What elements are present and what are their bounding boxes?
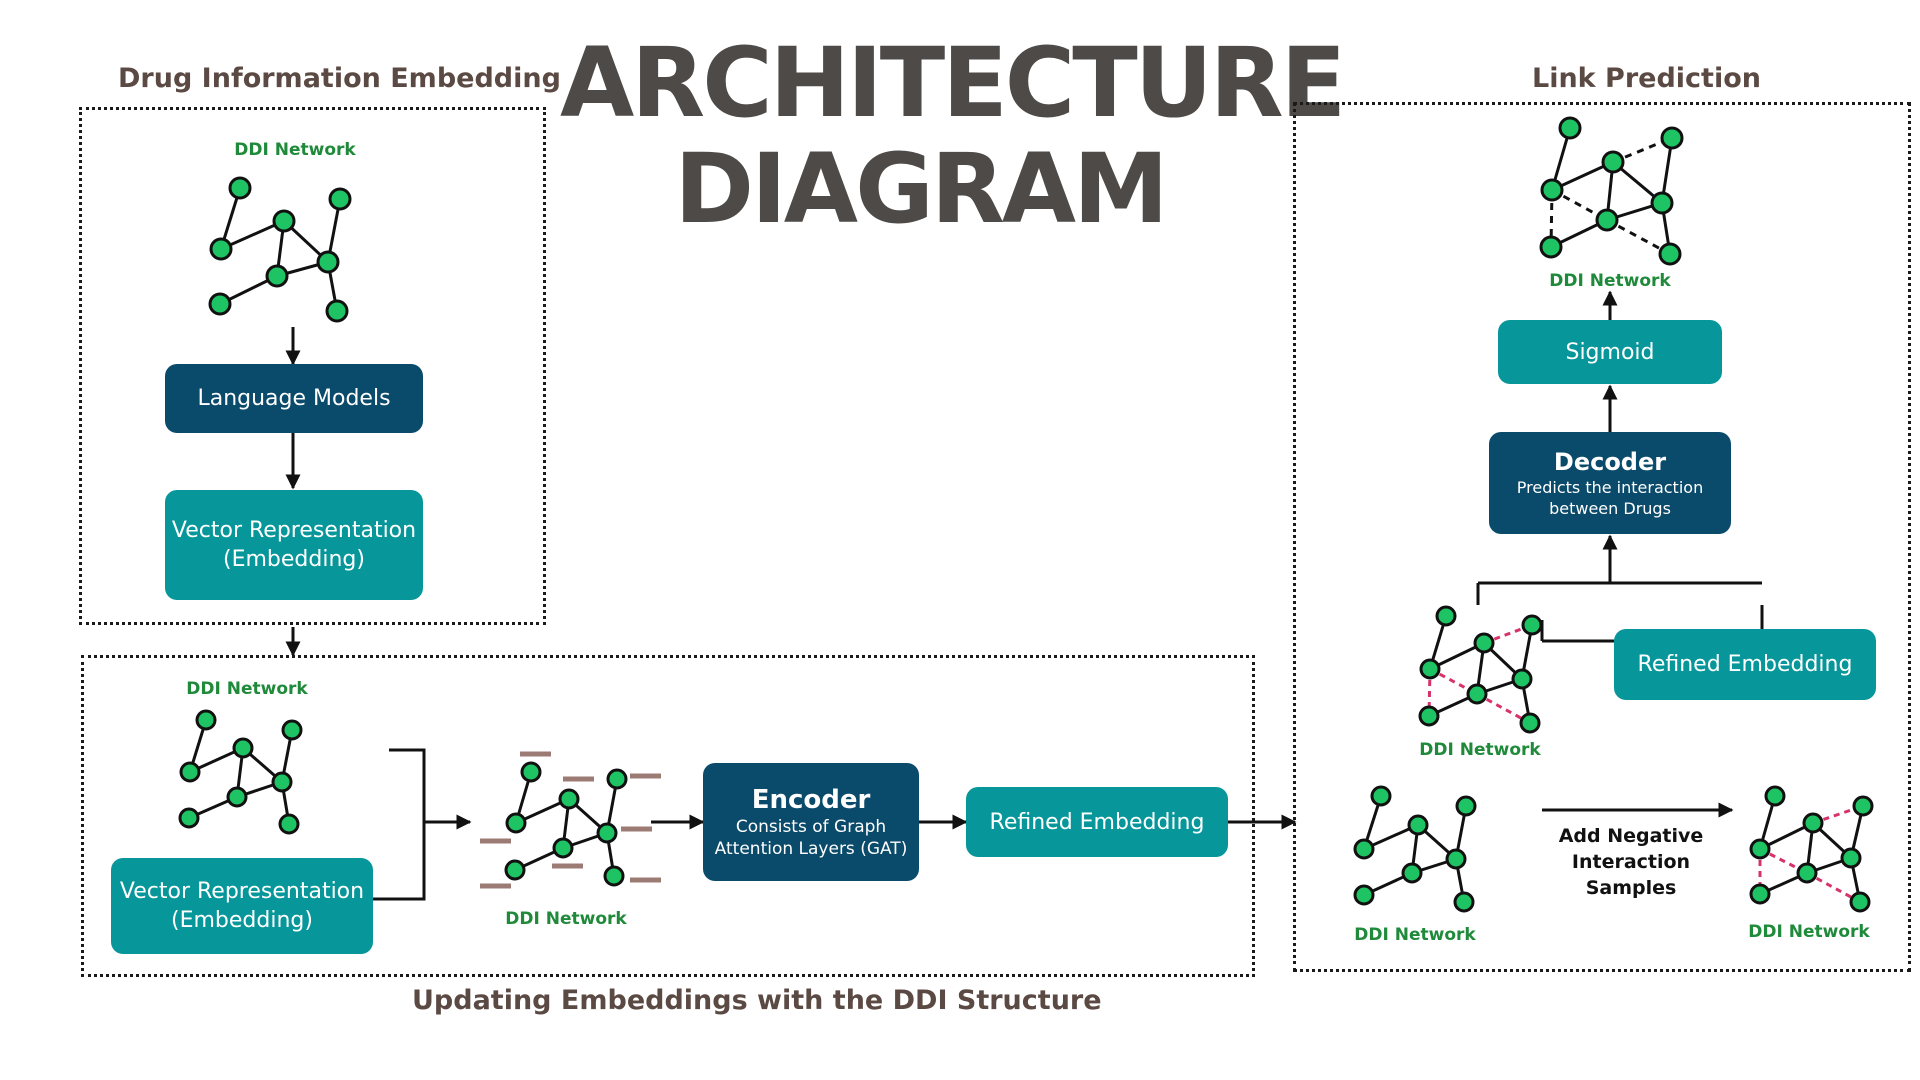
encoder-line2: Attention Layers (GAT) [714, 839, 908, 859]
ddi-network-graph-link-prediction-bottom-right [1749, 785, 1874, 913]
decoder-title: Decoder [1553, 448, 1667, 476]
drug-info-section [79, 107, 546, 625]
ddi-network-label-bottom-left: DDI Network [1354, 925, 1476, 945]
vector-representation-updating-line1: Vector Representation [119, 879, 365, 904]
sigmoid-box: Sigmoid [1498, 320, 1722, 384]
language-models-box: Language Models [165, 364, 423, 433]
ddi-network-label-drug-info: DDI Network [234, 140, 356, 160]
ddi-network-graph-with-features [480, 751, 661, 889]
negative-line2: Interaction [1571, 851, 1691, 873]
ddi-network-label-bottom-right: DDI Network [1748, 922, 1870, 942]
updating-section [81, 655, 1255, 977]
ddi-network-graph-drug-info [208, 176, 352, 323]
language-models-label: Language Models [197, 386, 391, 411]
ddi-network-label-updating-1: DDI Network [186, 679, 308, 699]
ddi-network-graph-link-prediction-mid [1418, 605, 1543, 734]
refined-embedding-link-label: Refined Embedding [1637, 652, 1853, 677]
vector-representation-box-updating: Vector Representation (Embedding) [111, 858, 373, 954]
link-prediction-section-label: Link Prediction [1532, 63, 1761, 94]
diagram-title: ARCHITECTURE DIAGRAM [560, 27, 1346, 245]
decoder-box: Decoder Predicts the interaction between… [1489, 432, 1731, 534]
title-line-2: DIAGRAM [674, 133, 1168, 245]
drug-info-section-label: Drug Information Embedding [118, 63, 561, 94]
vector-representation-box: Vector Representation (Embedding) [165, 490, 423, 600]
negative-line3: Samples [1585, 877, 1677, 899]
link-prediction-section [1293, 102, 1911, 972]
vector-representation-updating-line2: (Embedding) [171, 908, 313, 933]
vector-representation-line1: Vector Representation [171, 518, 417, 543]
refined-embedding-box-updating: Refined Embedding [966, 787, 1228, 857]
ddi-network-graph-link-prediction-top [1539, 116, 1684, 266]
decoder-line1: Predicts the interaction [1516, 478, 1704, 497]
sigmoid-label: Sigmoid [1565, 339, 1655, 365]
decoder-line2: between Drugs [1549, 499, 1671, 518]
ddi-network-graph-link-prediction-bottom-left [1353, 785, 1477, 913]
ddi-network-graph-updating-1 [178, 709, 303, 835]
encoder-title: Encoder [751, 785, 871, 815]
add-negative-samples-label: Add Negative Interaction Samples [1540, 823, 1722, 901]
refined-embedding-updating-label: Refined Embedding [989, 809, 1205, 835]
negative-line1: Add Negative [1558, 825, 1704, 847]
ddi-network-label-top: DDI Network [1549, 271, 1671, 291]
refined-embedding-box-link: Refined Embedding [1614, 629, 1876, 700]
title-line-1: ARCHITECTURE [560, 27, 1346, 139]
ddi-network-label-updating-2: DDI Network [505, 909, 627, 929]
vector-representation-line2: (Embedding) [223, 547, 365, 572]
encoder-box: Encoder Consists of Graph Attention Laye… [703, 763, 919, 881]
updating-section-label: Updating Embeddings with the DDI Structu… [412, 985, 1102, 1016]
encoder-line1: Consists of Graph [735, 817, 887, 837]
merge-bracket [371, 748, 472, 901]
ddi-network-label-mid: DDI Network [1419, 740, 1541, 760]
